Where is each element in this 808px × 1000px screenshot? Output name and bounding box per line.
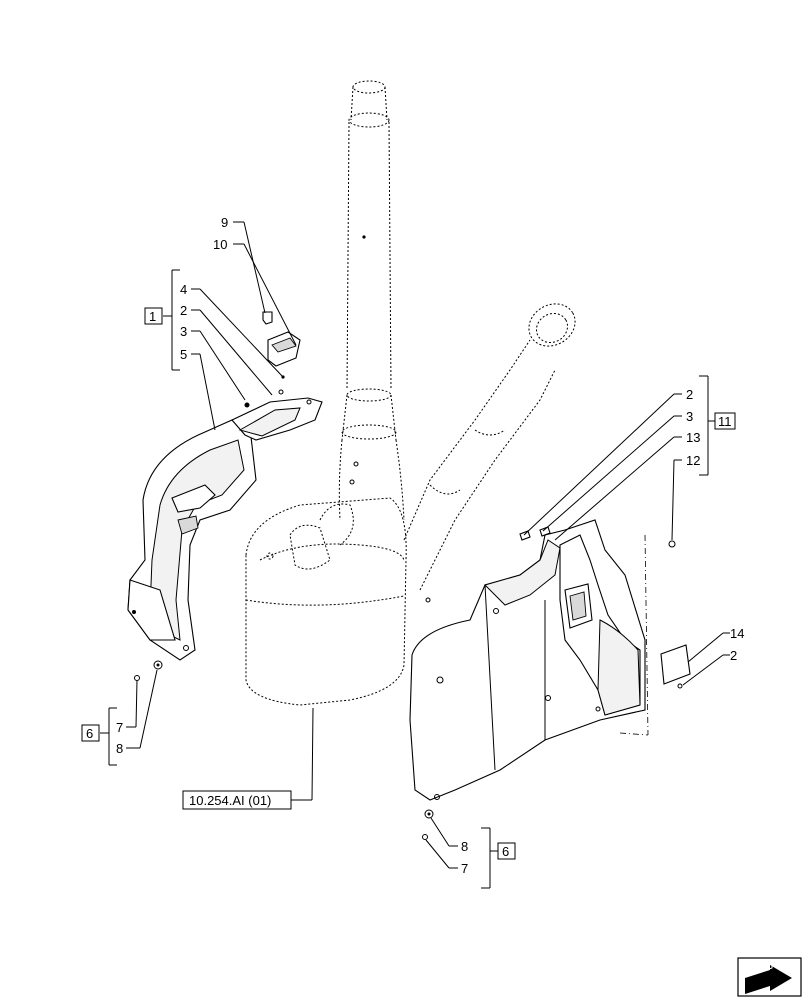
label-4: 4 xyxy=(180,282,187,297)
callout-labels: 9 10 1 4 2 3 5 6 7 8 10.254.AI (01) 11 2… xyxy=(81,215,744,876)
box-group-6-left-label: 6 xyxy=(86,726,93,741)
box-group-6-right xyxy=(497,842,516,860)
label-7-left: 7 xyxy=(116,720,123,735)
label-14: 14 xyxy=(730,626,744,641)
box-group-6-left xyxy=(81,724,100,742)
exhaust-muffler-reference xyxy=(245,80,576,706)
label-3-right-group: 3 xyxy=(686,409,693,424)
label-7-right: 7 xyxy=(461,861,468,876)
label-8-left: 8 xyxy=(116,741,123,756)
label-13: 13 xyxy=(686,430,700,445)
box-group-1 xyxy=(144,307,163,325)
right-muffler-cover xyxy=(409,519,691,801)
leader-lines xyxy=(100,221,730,889)
label-3-left: 3 xyxy=(180,324,187,339)
box-group-1-label: 1 xyxy=(149,309,156,324)
box-group-11-label: 11 xyxy=(718,414,732,429)
reference-box xyxy=(182,790,292,810)
label-10: 10 xyxy=(213,237,227,252)
box-group-11 xyxy=(714,412,736,430)
label-12: 12 xyxy=(686,453,700,468)
box-group-6-right-label: 6 xyxy=(502,844,509,859)
label-2-left: 2 xyxy=(180,303,187,318)
label-2-right-group: 2 xyxy=(686,387,693,402)
reference-label: 10.254.AI (01) xyxy=(189,793,271,808)
label-2-right: 2 xyxy=(730,648,737,663)
label-5: 5 xyxy=(180,347,187,362)
label-9: 9 xyxy=(221,215,228,230)
hardware-washers xyxy=(134,660,434,840)
left-muffler-cover xyxy=(127,311,323,661)
next-page-arrow-icon[interactable] xyxy=(737,957,802,997)
label-8-right: 8 xyxy=(461,839,468,854)
